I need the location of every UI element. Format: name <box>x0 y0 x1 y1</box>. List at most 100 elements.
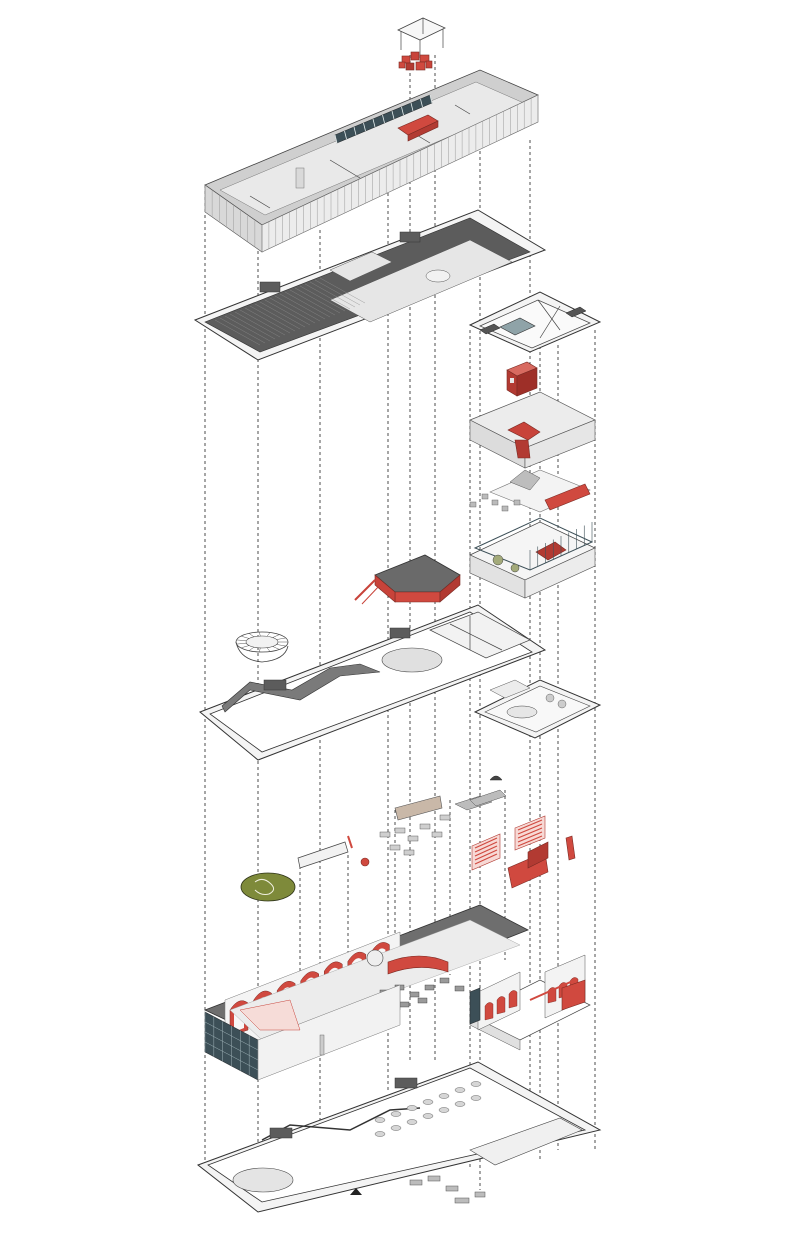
table <box>407 835 419 842</box>
stair-tread <box>276 644 286 647</box>
table <box>454 1087 466 1093</box>
curtain-transom <box>204 1021 259 1051</box>
floor-hatch <box>274 295 321 322</box>
table <box>399 1001 410 1008</box>
stair-tread <box>240 645 250 649</box>
table <box>431 831 443 838</box>
panel-stroke <box>517 827 543 839</box>
main-mezzanine-plate <box>199 604 547 761</box>
annex-mezzanine <box>469 469 591 513</box>
red-stair-flight <box>354 579 381 605</box>
table <box>439 814 451 821</box>
window-mullion <box>420 98 423 108</box>
floor-hatch <box>249 305 296 332</box>
table <box>379 831 391 838</box>
floor-hatch <box>304 283 351 310</box>
table <box>374 1117 386 1123</box>
panel-stroke <box>474 845 498 857</box>
roof-parapet-volume <box>204 69 539 253</box>
table <box>424 984 435 991</box>
table <box>406 1119 418 1125</box>
site-plan-furniture-cluster <box>409 1175 486 1204</box>
floor-hatch <box>294 287 341 314</box>
table <box>406 1105 418 1111</box>
stair-tread <box>248 633 255 638</box>
curtain-transom <box>204 1031 259 1061</box>
chair <box>501 505 509 512</box>
arch <box>496 996 506 1015</box>
table <box>470 1081 482 1087</box>
panel-stroke <box>474 841 498 853</box>
floor-hatch <box>214 319 261 346</box>
window-mullion <box>363 122 366 132</box>
table <box>390 1111 402 1117</box>
table <box>390 1125 402 1131</box>
upper-floor-plate <box>193 209 547 361</box>
chair <box>491 499 499 506</box>
floor-hatch <box>314 279 361 306</box>
floor-hatch <box>219 317 266 344</box>
window-mullion <box>334 134 338 144</box>
floor-hatch <box>229 313 276 340</box>
annex-stair-volume <box>469 391 596 469</box>
window-mullion <box>391 110 395 120</box>
table <box>409 991 420 998</box>
roof-window-strip <box>334 94 433 144</box>
table <box>403 849 415 856</box>
table <box>417 997 428 1004</box>
floor-hatch <box>309 281 356 308</box>
stair-tread <box>266 647 271 652</box>
ground-floor-volume <box>203 904 529 1081</box>
floor-hatch <box>234 311 281 338</box>
floor-hatch <box>284 291 331 318</box>
table <box>394 827 406 834</box>
table <box>439 977 450 984</box>
chair <box>469 501 477 508</box>
stair-tread <box>248 646 255 651</box>
stair-tread <box>276 637 286 640</box>
window-mullion <box>429 94 433 104</box>
floor-hatch <box>269 297 316 324</box>
table <box>438 1093 450 1099</box>
red-pavilion-cluster <box>398 51 433 71</box>
panel-stroke <box>474 849 498 861</box>
floor-hatch <box>319 277 366 304</box>
spiral-stair <box>235 631 289 663</box>
window-mullion <box>382 114 385 124</box>
window-mullion <box>344 130 347 140</box>
stair-tread <box>259 631 261 637</box>
floor-hatch <box>244 307 291 334</box>
stair-tread <box>236 639 247 642</box>
floor-hatch <box>279 293 326 320</box>
arch <box>484 1002 494 1021</box>
loose-furniture <box>297 775 507 869</box>
table <box>422 1099 434 1105</box>
table <box>422 1113 434 1119</box>
annex-glass-room <box>469 517 596 599</box>
table <box>419 823 431 830</box>
window-mullion <box>410 102 414 112</box>
floor-hatch <box>264 299 311 326</box>
stair-tread <box>266 632 271 637</box>
annex-ground-volume <box>469 954 591 1051</box>
curtain-transom <box>204 1041 259 1071</box>
panel-stroke <box>474 837 498 849</box>
stair-tread <box>240 635 250 639</box>
floor-hatch <box>259 301 306 328</box>
mezzanine-red-platform <box>354 554 461 605</box>
table <box>454 1101 466 1107</box>
floor-hatch <box>224 315 271 342</box>
table <box>374 1131 386 1137</box>
stair-tread <box>236 642 247 645</box>
window-mullion <box>401 106 404 116</box>
red-display-panels <box>471 815 576 889</box>
panel-stroke <box>474 853 498 865</box>
floor-hatch <box>254 303 301 330</box>
parapet-ribs <box>204 95 539 252</box>
table <box>470 1095 482 1101</box>
panel-stroke <box>517 831 543 843</box>
chair <box>513 499 521 506</box>
stair-tread <box>272 634 280 638</box>
